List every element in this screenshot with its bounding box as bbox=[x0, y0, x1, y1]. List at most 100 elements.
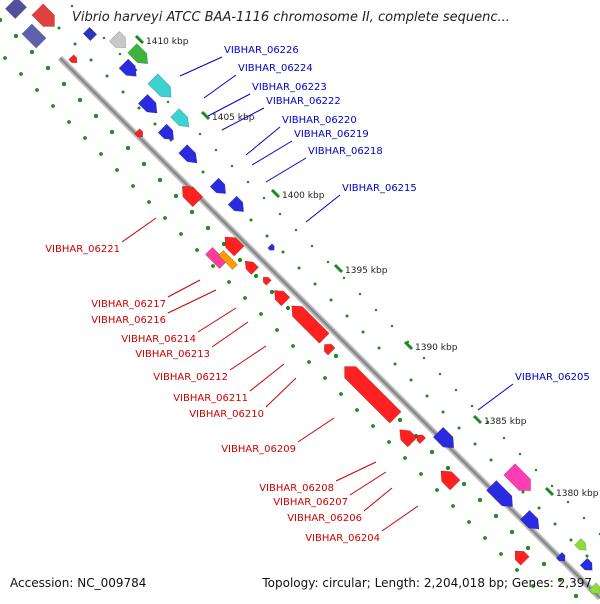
tick-dot bbox=[403, 456, 407, 460]
tick-dot bbox=[278, 212, 282, 216]
tick-dot bbox=[355, 408, 359, 412]
tick-dot bbox=[534, 468, 538, 472]
tick-dot bbox=[451, 504, 455, 508]
tick-dot bbox=[189, 209, 195, 215]
leader-line bbox=[297, 417, 335, 443]
leader-line bbox=[265, 377, 297, 408]
gene-label-reverse: VIBHAR_06209 bbox=[221, 444, 296, 455]
tick-dot bbox=[566, 500, 570, 504]
tick-dot bbox=[573, 593, 579, 599]
gene-arrow bbox=[209, 177, 226, 194]
tick-dot bbox=[253, 273, 259, 279]
gene-arrow bbox=[118, 58, 137, 77]
tick-dot bbox=[121, 90, 125, 94]
tick-dot bbox=[509, 529, 515, 535]
gene-arrow bbox=[157, 123, 174, 140]
gene-label-forward: VIBHAR_06215 bbox=[342, 183, 417, 194]
tick-dot bbox=[70, 4, 74, 8]
tick-dot bbox=[342, 276, 346, 280]
tick-dot bbox=[297, 266, 301, 270]
gene-label-forward: VIBHAR_06220 bbox=[282, 115, 357, 126]
leader-line bbox=[229, 345, 267, 371]
leader-line bbox=[207, 93, 251, 117]
gene-label-forward: VIBHAR_06219 bbox=[294, 129, 369, 140]
gene-label-reverse: VIBHAR_06216 bbox=[91, 315, 166, 326]
tick-dot bbox=[323, 376, 327, 380]
tick-dot bbox=[243, 296, 247, 300]
gene-arrow bbox=[274, 290, 291, 307]
tick-dot bbox=[246, 180, 250, 184]
tick-dot bbox=[281, 250, 285, 254]
scale-label: 1380 kbp bbox=[556, 489, 599, 499]
tick-dot bbox=[262, 196, 266, 200]
scale-label: 1390 kbp bbox=[415, 343, 458, 353]
tick-dot bbox=[361, 330, 365, 334]
tick-dot bbox=[521, 490, 525, 494]
tick-dot bbox=[550, 484, 554, 488]
tick-dot bbox=[390, 324, 394, 328]
tick-dot bbox=[285, 305, 291, 311]
scale-label: 1395 kbp bbox=[345, 266, 388, 276]
gene-arrow bbox=[555, 551, 566, 562]
gene-label-reverse: VIBHAR_06212 bbox=[153, 372, 228, 383]
tick-dot bbox=[131, 184, 135, 188]
tick-dot bbox=[553, 522, 557, 526]
tick-dot bbox=[409, 378, 413, 382]
tick-dot bbox=[333, 353, 339, 359]
tick-dot bbox=[13, 33, 19, 39]
tick-dot bbox=[115, 168, 119, 172]
leader-line bbox=[121, 217, 157, 243]
gene-label-reverse: VIBHAR_06206 bbox=[287, 513, 362, 524]
scale-tick bbox=[544, 486, 555, 497]
tick-dot bbox=[294, 228, 298, 232]
tick-dot bbox=[470, 404, 474, 408]
tick-dot bbox=[51, 104, 55, 108]
tick-dot bbox=[477, 497, 483, 503]
gene-label-reverse: VIBHAR_06208 bbox=[259, 483, 334, 494]
tick-dot bbox=[310, 244, 314, 248]
tick-dot bbox=[29, 49, 35, 55]
gene-label-reverse: VIBHAR_06221 bbox=[45, 244, 120, 255]
tick-dot bbox=[3, 56, 7, 60]
tick-dot bbox=[358, 292, 362, 296]
tick-dot bbox=[265, 234, 269, 238]
leader-line bbox=[349, 471, 387, 496]
tick-dot bbox=[531, 584, 535, 588]
leader-line bbox=[363, 487, 393, 512]
tick-dot bbox=[0, 17, 3, 23]
gene-label-reverse: VIBHAR_06211 bbox=[173, 393, 248, 404]
tick-dot bbox=[313, 282, 317, 286]
gene-label-forward: VIBHAR_06218 bbox=[308, 146, 383, 157]
tick-dot bbox=[493, 513, 499, 519]
tick-dot bbox=[486, 420, 490, 424]
tick-dot bbox=[211, 264, 215, 268]
gene-arrow bbox=[178, 144, 198, 164]
tick-dot bbox=[99, 152, 103, 156]
gene-label-forward: VIBHAR_06226 bbox=[224, 45, 299, 56]
tick-dot bbox=[173, 193, 179, 199]
tick-dot bbox=[499, 552, 503, 556]
gene-label-forward: VIBHAR_06224 bbox=[238, 63, 313, 74]
tick-dot bbox=[582, 516, 586, 520]
gene-arrow bbox=[137, 93, 158, 114]
tick-dot bbox=[137, 106, 141, 110]
gene-arrow bbox=[31, 3, 55, 27]
tick-dot bbox=[19, 72, 23, 76]
gene-label-reverse: VIBHAR_06204 bbox=[305, 533, 380, 544]
gene-arrow bbox=[503, 463, 531, 491]
tick-dot bbox=[397, 417, 403, 423]
tick-dot bbox=[61, 81, 67, 87]
tick-dot bbox=[461, 481, 467, 487]
gene-arrow bbox=[519, 509, 540, 530]
scale-tick bbox=[134, 34, 145, 45]
gene-arrow bbox=[267, 243, 275, 251]
scale-tick bbox=[333, 263, 344, 274]
leader-line bbox=[381, 505, 419, 532]
scale-tick bbox=[472, 414, 483, 425]
tick-dot bbox=[198, 132, 202, 136]
tick-dot bbox=[374, 308, 378, 312]
tick-dot bbox=[118, 52, 122, 56]
gene-label-reverse: VIBHAR_06214 bbox=[121, 334, 196, 345]
tick-dot bbox=[425, 394, 429, 398]
